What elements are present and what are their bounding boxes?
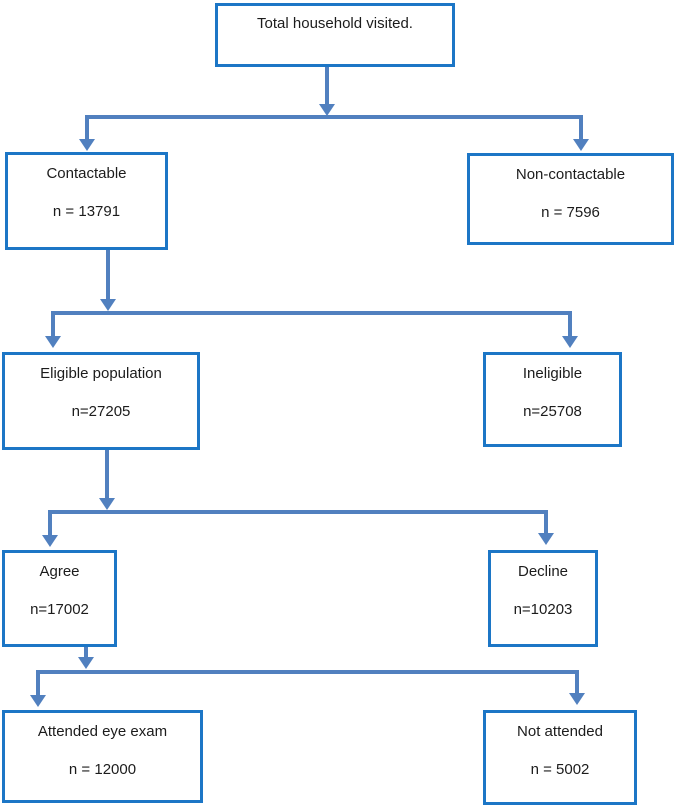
node-ineligible: Ineligible n=25708 <box>483 352 622 447</box>
arrowhead-down-icon <box>562 336 578 348</box>
arrowhead-down-icon <box>45 336 61 348</box>
node-count: n = 7596 <box>541 204 600 221</box>
node-label: Contactable <box>46 165 127 182</box>
arrowhead-down-icon <box>42 535 58 547</box>
connector-eligible-split <box>42 450 554 547</box>
arrowhead-down-icon <box>78 657 94 669</box>
node-attended-eye-exam: Attended eye exam n = 12000 <box>2 710 203 803</box>
node-label: Decline <box>517 563 569 580</box>
arrowhead-down-icon <box>100 299 116 311</box>
node-decline: Decline n=10203 <box>488 550 598 647</box>
node-label: Non-contactable <box>515 166 626 183</box>
node-not-attended: Not attended n = 5002 <box>483 710 637 805</box>
arrowhead-down-icon <box>573 139 589 151</box>
node-label: Ineligible <box>522 365 583 382</box>
node-label: Agree <box>39 563 80 580</box>
node-count: n=27205 <box>71 403 131 420</box>
connector-agree-split <box>30 647 585 707</box>
arrowhead-down-icon <box>30 695 46 707</box>
node-contactable: Contactable n = 13791 <box>5 152 168 250</box>
arrowhead-down-icon <box>99 498 115 510</box>
connector-total-split <box>79 67 589 151</box>
node-label: Not attended <box>517 723 603 740</box>
arrowhead-down-icon <box>79 139 95 151</box>
node-count: n = 5002 <box>530 761 590 778</box>
connector-contactable-split <box>45 250 578 348</box>
arrowhead-down-icon <box>538 533 554 545</box>
node-agree: Agree n=17002 <box>2 550 117 647</box>
arrowhead-down-icon <box>319 104 335 116</box>
node-non-contactable: Non-contactable n = 7596 <box>467 153 674 245</box>
arrowhead-down-icon <box>569 693 585 705</box>
node-count: n=10203 <box>513 601 573 618</box>
node-label: Attended eye exam <box>37 723 168 740</box>
node-eligible-population: Eligible population n=27205 <box>2 352 200 450</box>
node-total-household: Total household visited. <box>215 3 455 67</box>
node-count: n=17002 <box>30 601 89 618</box>
node-count: n = 12000 <box>68 761 137 778</box>
node-label: Total household visited. <box>257 15 413 32</box>
node-label: Eligible population <box>40 365 162 382</box>
node-count: n=25708 <box>523 403 582 420</box>
node-count: n = 13791 <box>52 203 121 220</box>
